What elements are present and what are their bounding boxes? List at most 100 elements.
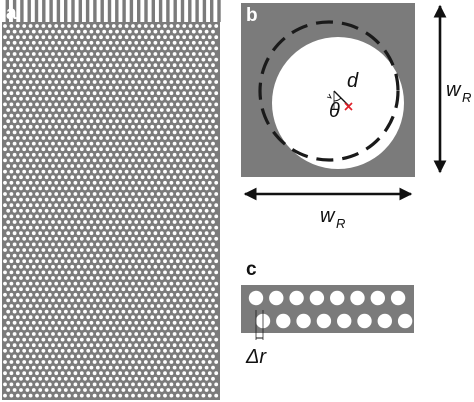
lattice-hole (73, 57, 78, 62)
lattice-hole (207, 57, 212, 62)
lattice-hole (35, 203, 39, 208)
lattice-hole (35, 124, 39, 129)
lattice-hole (54, 326, 59, 331)
lattice-hole (95, 208, 100, 213)
lattice-hole (54, 281, 59, 286)
lattice-hole (179, 309, 183, 314)
lattice-hole (47, 259, 52, 264)
lattice-hole (19, 40, 23, 45)
lattice-hole (140, 388, 145, 392)
lattice-hole (6, 52, 11, 56)
lattice-hole (182, 180, 187, 185)
lattice-hole (41, 259, 46, 264)
lattice-hole (51, 85, 55, 90)
lattice-hole (182, 57, 187, 62)
lattice-hole (150, 214, 155, 219)
lattice-hole (207, 371, 212, 376)
lattice-hole (95, 186, 100, 191)
lattice-hole (6, 208, 11, 213)
lattice-hole (108, 40, 113, 45)
lattice-hole (166, 253, 171, 258)
lattice-hole (201, 24, 206, 28)
lattice-hole (28, 393, 33, 398)
lattice-hole (147, 208, 151, 213)
lattice-hole (83, 365, 87, 370)
lattice-hole (102, 141, 107, 146)
waveguide-hole (316, 313, 332, 329)
lattice-hole (153, 74, 158, 79)
lattice-hole (150, 315, 155, 320)
lattice-hole (47, 192, 52, 196)
lattice-hole (63, 365, 68, 370)
lattice-hole (105, 46, 110, 51)
lattice-hole (44, 197, 49, 202)
lattice-hole (115, 309, 119, 314)
lattice-hole (134, 253, 139, 258)
lattice-hole (92, 158, 97, 163)
lattice-hole (31, 119, 36, 124)
lattice-hole (127, 141, 132, 146)
lattice-hole (134, 152, 139, 157)
lattice-hole (111, 35, 116, 40)
lattice-hole (201, 80, 206, 84)
lattice-hole (169, 315, 174, 320)
lattice-hole (134, 119, 139, 124)
lattice-hole (57, 85, 62, 90)
lattice-hole (143, 113, 148, 118)
lattice-hole (188, 348, 193, 353)
lattice-hole (51, 253, 55, 258)
lattice-hole (15, 382, 20, 387)
lattice-hole (153, 108, 158, 112)
lattice-hole (140, 85, 145, 90)
lattice-hole (143, 326, 148, 331)
lattice-hole (175, 124, 180, 129)
lattice-hole (179, 85, 183, 90)
lattice-hole (115, 175, 119, 180)
lattice-hole (57, 130, 62, 135)
lattice-hole (67, 292, 71, 297)
lattice-hole (207, 180, 212, 185)
lattice-hole (73, 360, 78, 364)
lattice-hole (73, 281, 78, 286)
lattice-hole (22, 382, 27, 387)
lattice-hole (60, 180, 65, 185)
lattice-hole (3, 124, 7, 129)
lattice-hole (166, 376, 171, 381)
lattice-hole (102, 40, 107, 45)
lattice-hole (3, 248, 7, 252)
lattice-hole (153, 376, 158, 381)
lattice-hole (86, 348, 91, 353)
lattice-hole (166, 298, 171, 303)
lattice-hole (76, 164, 81, 168)
lattice-hole (185, 365, 190, 370)
lattice-hole (121, 164, 126, 168)
lattice-hole (70, 354, 75, 359)
lattice-hole (25, 52, 30, 56)
lattice-hole (140, 220, 145, 224)
lattice-hole (95, 388, 100, 392)
lattice-hole (214, 46, 219, 51)
lattice-hole (140, 264, 145, 269)
lattice-hole (79, 113, 84, 118)
lattice-hole (115, 141, 119, 146)
lattice-hole (95, 320, 100, 325)
lattice-hole (111, 382, 116, 387)
lattice-hole (95, 29, 100, 34)
lattice-hole (211, 220, 215, 224)
lattice-hole (89, 264, 94, 269)
lattice-hole (188, 259, 193, 264)
lattice-hole (211, 365, 215, 370)
lattice-hole (115, 130, 119, 135)
lattice-hole (159, 141, 164, 146)
lattice-hole (28, 102, 33, 107)
lattice-hole (63, 175, 68, 180)
lattice-hole (63, 309, 68, 314)
lattice-hole (150, 270, 155, 275)
lattice-hole (63, 130, 68, 135)
lattice-hole (147, 332, 151, 336)
panel-a-comb-fingers (5, 0, 221, 22)
comb-finger (173, 0, 177, 22)
lattice-hole (63, 298, 68, 303)
lattice-hole (9, 360, 14, 364)
lattice-hole (60, 292, 65, 297)
